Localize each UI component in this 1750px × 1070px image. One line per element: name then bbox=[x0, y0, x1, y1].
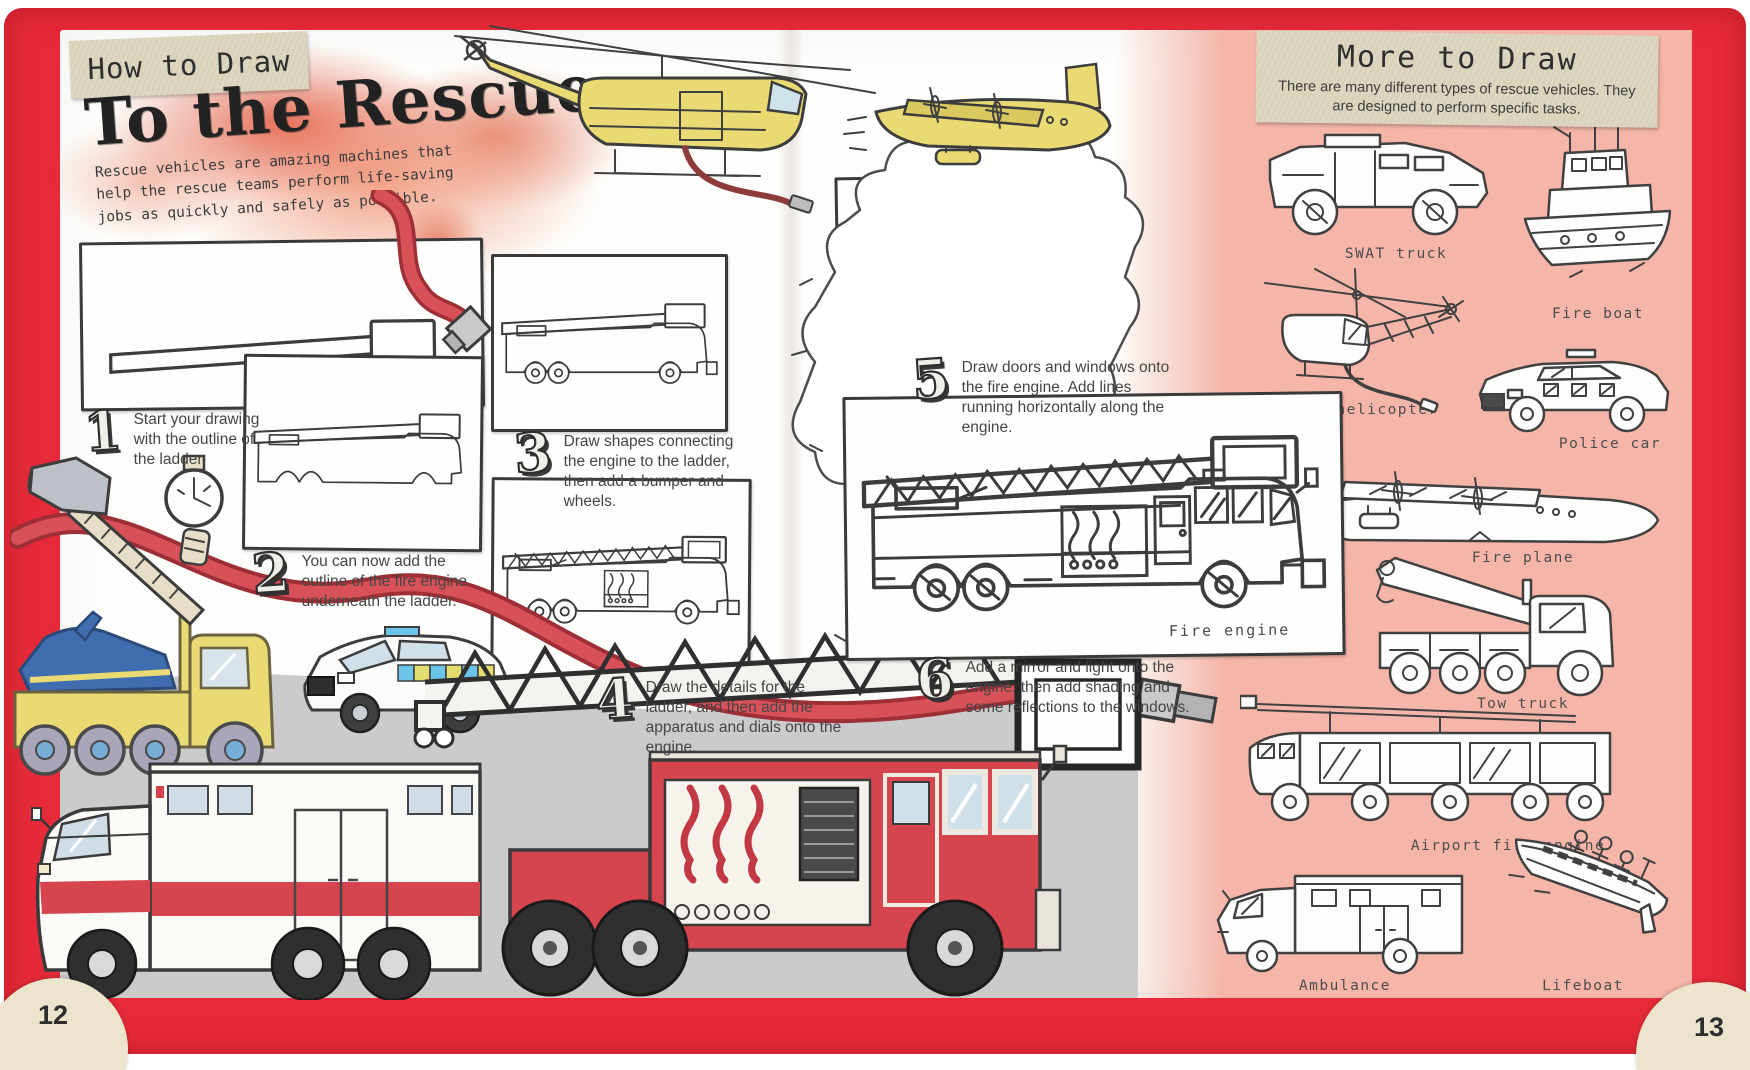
lifeboat-label: Lifeboat bbox=[1542, 978, 1624, 994]
axe-illustration bbox=[27, 456, 206, 627]
swat-truck-sketch bbox=[1268, 133, 1489, 236]
fire-hose-top-illustration bbox=[370, 190, 493, 355]
step-4-caption: 4 Draw the details for the ladder, and t… bbox=[593, 665, 851, 759]
step-3-sketch bbox=[501, 303, 718, 384]
step-1-caption: 1 Start your drawing with the outline of… bbox=[81, 397, 264, 470]
page-number-right: 13 bbox=[1636, 982, 1750, 1070]
ambulance-sketch bbox=[1216, 874, 1464, 975]
step-4-number: 4 bbox=[593, 665, 637, 734]
fire-plane-label: Fire plane bbox=[1471, 550, 1575, 566]
tow-truck-color-illustration bbox=[13, 610, 275, 779]
fire-boat-label: Fire boat bbox=[1551, 306, 1645, 322]
fire-helicopter-sketch bbox=[1264, 268, 1464, 414]
seaplane-illustration bbox=[843, 62, 1112, 166]
step-6-caption: 6 Add a mirror and light onto the engine… bbox=[913, 645, 1206, 718]
lifeboat-sketch bbox=[1508, 829, 1669, 934]
step-2-caption: 2 You can now add the outline of the fir… bbox=[249, 539, 487, 612]
step-1-text: Start your drawing with the outline of t… bbox=[133, 411, 260, 469]
step-3-caption: 3 Draw shapes connecting the engine to t… bbox=[511, 419, 754, 513]
step-5-text: Draw doors and windows onto the fire eng… bbox=[961, 359, 1170, 437]
police-car-label: Police car bbox=[1558, 436, 1662, 452]
fire-boat-sketch bbox=[1523, 106, 1672, 278]
step-6-text: Add a mirror and light onto the engine, … bbox=[965, 659, 1190, 717]
police-car-sketch bbox=[1478, 348, 1670, 433]
step-2-text: You can now add the outline of the fire … bbox=[301, 553, 468, 611]
step-5-number: 5 bbox=[909, 345, 953, 414]
helicopter-illustration bbox=[454, 25, 876, 214]
pressure-gauge-illustration bbox=[164, 454, 224, 567]
step-1-number: 1 bbox=[81, 397, 125, 466]
ambulance-color-illustration bbox=[31, 762, 482, 1000]
fire-engine-label: Fire engine bbox=[1168, 620, 1291, 641]
step-5-caption: 5 Draw doors and windows onto the fire e… bbox=[909, 345, 1187, 439]
more-to-draw-title: More to Draw bbox=[1336, 39, 1578, 79]
more-to-draw-subtitle: There are many different types of rescue… bbox=[1278, 78, 1636, 118]
step-6-number: 6 bbox=[913, 645, 957, 714]
fire-engine-color-illustration bbox=[413, 624, 1142, 997]
ambulance-label: Ambulance bbox=[1298, 978, 1392, 994]
step-2-number: 2 bbox=[249, 539, 293, 608]
more-to-draw-header: More to Draw There are many different ty… bbox=[1255, 30, 1659, 128]
step-4-text: Draw the details for the ladder, and the… bbox=[645, 679, 842, 757]
airport-fire-engine-sketch bbox=[1240, 694, 1612, 822]
swat-truck-label: SWAT truck bbox=[1344, 246, 1448, 262]
tow-truck-sketch bbox=[1375, 556, 1615, 697]
page-number-right-text: 13 bbox=[1694, 1012, 1725, 1042]
step-3-number: 3 bbox=[511, 419, 555, 488]
step-3-text: Draw shapes connecting the engine to the… bbox=[563, 433, 734, 511]
tow-truck-label: Tow truck bbox=[1476, 696, 1570, 712]
bottom-scene-illustration bbox=[10, 512, 1218, 1000]
step-3-panel bbox=[491, 254, 728, 432]
page-number-left-text: 12 bbox=[38, 1000, 69, 1030]
